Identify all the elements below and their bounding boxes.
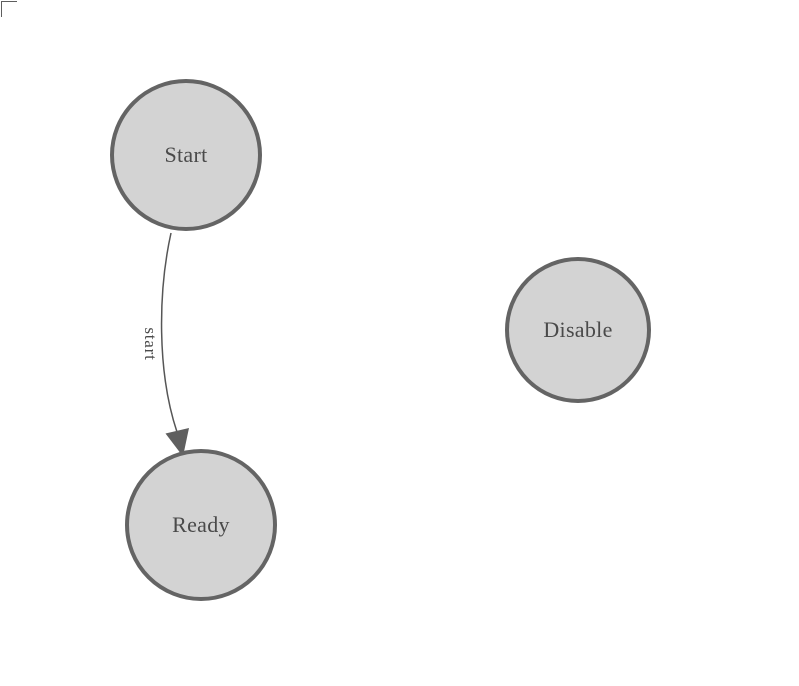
transition-edge-path[interactable] [160,232,178,433]
transition-label[interactable]: start [141,327,160,361]
state-node-ready[interactable]: Ready [125,449,277,601]
state-node-ready-label: Ready [172,512,230,537]
state-node-disable[interactable]: Disable [505,257,651,403]
transition-edge-start-ready[interactable] [160,232,189,457]
arrowhead-icon [165,428,189,457]
state-node-start-label: Start [164,142,208,167]
canvas-corner-marker [1,1,17,17]
state-node-start[interactable]: Start [110,79,262,231]
state-node-disable-label: Disable [543,317,613,342]
